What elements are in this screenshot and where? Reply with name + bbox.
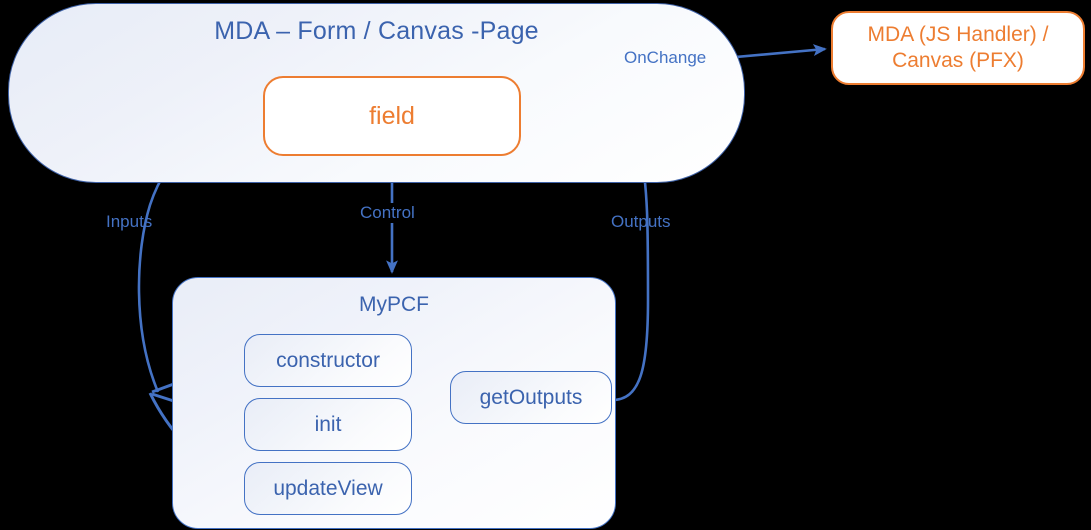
node-method-init-label: init: [314, 412, 342, 436]
node-method-updateview-label: updateView: [273, 476, 383, 500]
node-mda-js-handler-canvas-pfx[interactable]: MDA (JS Handler) / Canvas (PFX): [831, 11, 1085, 85]
edge-label-control: Control: [358, 203, 417, 223]
host-container-title: MDA – Form / Canvas -Page: [214, 17, 539, 45]
node-handler-label-line2: Canvas (PFX): [892, 49, 1024, 72]
node-handler-label-line1: MDA (JS Handler) /: [867, 23, 1049, 47]
pcf-container-title: MyPCF: [359, 293, 429, 316]
node-method-init[interactable]: init: [244, 398, 412, 451]
edge-label-inputs: Inputs: [106, 212, 153, 231]
node-method-getoutputs-label: getOutputs: [479, 385, 583, 409]
node-field[interactable]: field: [263, 76, 521, 156]
node-field-label: field: [369, 101, 415, 130]
node-method-updateview[interactable]: updateView: [244, 462, 412, 515]
node-method-constructor-label: constructor: [276, 348, 380, 372]
node-method-getoutputs[interactable]: getOutputs: [450, 371, 612, 424]
edge-label-onchange: OnChange: [624, 48, 707, 67]
edge-label-outputs: Outputs: [611, 212, 671, 231]
node-method-constructor[interactable]: constructor: [244, 334, 412, 387]
